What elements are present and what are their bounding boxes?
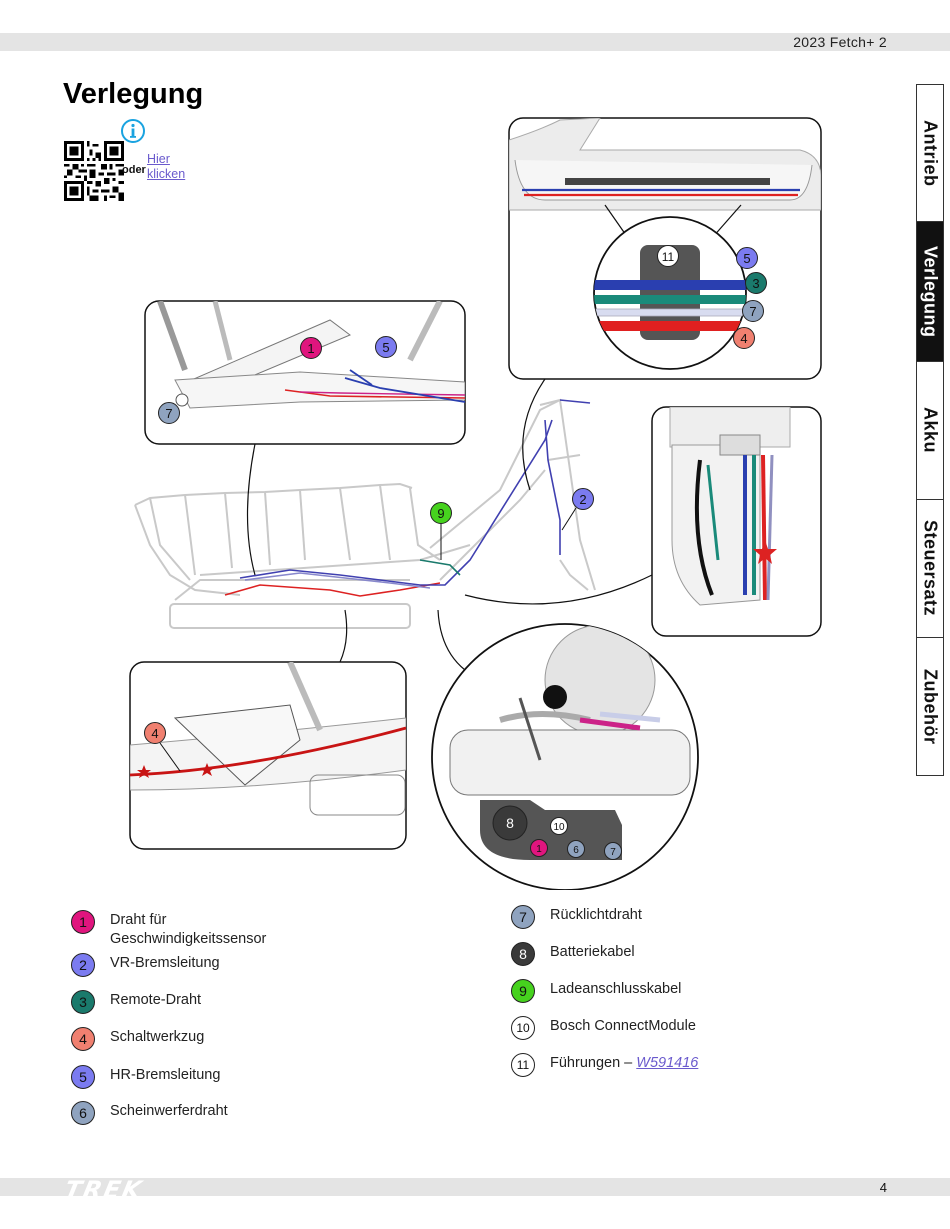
legend-label: Bosch ConnectModule <box>550 1018 696 1034</box>
callout-arrows <box>246 378 653 671</box>
legend-badge: 11 <box>511 1053 535 1077</box>
legend-badge: 9 <box>511 979 535 1003</box>
callout-7-rear: 7 <box>158 402 180 424</box>
callout-1-motor: 1 <box>530 839 548 857</box>
legend-badge: 1 <box>71 910 95 934</box>
document-title: 2023 Fetch+ 2 <box>793 34 887 50</box>
svg-text:4: 4 <box>151 726 158 741</box>
svg-text:5: 5 <box>743 251 750 266</box>
page-number: 4 <box>879 1180 887 1195</box>
header-band <box>0 33 950 51</box>
svg-text:8: 8 <box>506 815 514 831</box>
or-label: oder <box>122 164 146 176</box>
legend-label: Rücklichtdraht <box>550 907 642 923</box>
tab-verlegung[interactable]: Verlegung <box>916 222 944 362</box>
callout-markers: 1 5 7 11 5 3 7 4 9 2 4 8 10 1 6 7 <box>144 245 767 860</box>
tab-steuersatz[interactable]: Steuersatz <box>916 500 944 638</box>
callout-4-chainstay: 4 <box>144 722 166 744</box>
svg-text:7: 7 <box>610 847 616 858</box>
tab-zubehoer[interactable]: Zubehör <box>916 638 944 776</box>
callout-7-guide: 7 <box>742 300 764 322</box>
svg-text:9: 9 <box>437 506 444 521</box>
legend-badge: 10 <box>511 1016 535 1040</box>
legend-item: 6 Scheinwerferdraht <box>71 1101 228 1125</box>
callout-10-motor: 10 <box>550 817 568 835</box>
legend-label: Scheinwerferdraht <box>110 1103 228 1119</box>
svg-text:3: 3 <box>752 276 759 291</box>
legend-label-text: Führungen – <box>550 1055 637 1071</box>
part-number-link[interactable]: W591416 <box>636 1055 699 1071</box>
info-icon[interactable] <box>120 118 146 144</box>
legend-label: Remote-Draht <box>110 992 202 1008</box>
footer-band <box>0 1178 950 1196</box>
legend-badge: 4 <box>71 1027 95 1051</box>
svg-text:7: 7 <box>165 406 172 421</box>
callout-7-motor: 7 <box>604 842 622 860</box>
legend-item: 2 VR-Bremsleitung <box>71 953 220 977</box>
legend-label: VR-Bremsleitung <box>110 955 220 971</box>
page-heading: Verlegung <box>63 78 204 110</box>
legend-item: 10 Bosch ConnectModule <box>511 1016 696 1040</box>
legend-label: Führungen – W591416 <box>550 1053 698 1073</box>
svg-text:1: 1 <box>536 844 542 855</box>
callout-3-guide: 3 <box>745 272 767 294</box>
brand-logo: TREK <box>62 1176 146 1204</box>
legend-item: 8 Batteriekabel <box>511 942 635 966</box>
legend-label: Batteriekabel <box>550 944 635 960</box>
svg-text:4: 4 <box>740 331 747 346</box>
svg-text:6: 6 <box>573 845 579 856</box>
svg-text:1: 1 <box>307 341 314 356</box>
cable-routing-diagram: 1 5 7 11 5 3 7 4 9 2 4 8 10 1 6 7 <box>129 117 822 890</box>
detail-panel-rear-dropout <box>144 300 466 445</box>
legend-badge: 5 <box>71 1065 95 1089</box>
callout-6-motor: 6 <box>567 840 585 858</box>
svg-text:11: 11 <box>662 250 675 264</box>
here-link[interactable]: Hier klicken <box>147 152 186 181</box>
callout-5-rear: 5 <box>375 336 397 358</box>
legend-badge: 3 <box>71 990 95 1014</box>
legend-label: Draht für Geschwindigkeitssensor <box>110 912 267 947</box>
legend-label: Ladeanschlusskabel <box>550 981 682 997</box>
legend-badge: 6 <box>71 1101 95 1125</box>
callout-4-guide: 4 <box>733 327 755 349</box>
callout-1-rear: 1 <box>300 337 322 359</box>
legend-item: 9 Ladeanschlusskabel <box>511 979 681 1003</box>
legend-badge: 8 <box>511 942 535 966</box>
legend-label: HR-Bremsleitung <box>110 1067 221 1083</box>
svg-text:7: 7 <box>749 304 756 319</box>
legend-item: 11 Führungen – W591416 <box>511 1053 698 1077</box>
tab-antrieb[interactable]: Antrieb <box>916 84 944 222</box>
callout-8-motor: 8 <box>492 805 528 841</box>
legend-item: 1 Draht für Geschwindigkeitssensor <box>71 910 290 948</box>
detail-panel-headtube <box>651 406 822 637</box>
side-tab-nav: Antrieb Verlegung Akku Steuersatz Zubehö… <box>916 84 944 776</box>
legend-item: 5 HR-Bremsleitung <box>71 1065 220 1089</box>
legend-item: 3 Remote-Draht <box>71 990 201 1014</box>
legend-label: Schaltwerkzug <box>110 1029 205 1045</box>
main-cable-run <box>224 399 591 597</box>
qr-code[interactable] <box>64 141 124 201</box>
detail-panel-chainstay <box>129 661 407 850</box>
callout-11-guide: 11 <box>657 245 679 267</box>
callout-5-guide: 5 <box>736 247 758 269</box>
svg-text:2: 2 <box>579 492 586 507</box>
detail-circle-motor <box>431 623 699 890</box>
callout-2-bike: 2 <box>572 488 594 510</box>
legend-badge: 7 <box>511 905 535 929</box>
svg-text:5: 5 <box>382 340 389 355</box>
legend-item: 7 Rücklichtdraht <box>511 905 642 929</box>
svg-text:10: 10 <box>553 822 565 833</box>
callout-9-bike: 9 <box>430 502 452 524</box>
tab-akku[interactable]: Akku <box>916 362 944 500</box>
legend-item: 4 Schaltwerkzug <box>71 1027 204 1051</box>
legend-badge: 2 <box>71 953 95 977</box>
